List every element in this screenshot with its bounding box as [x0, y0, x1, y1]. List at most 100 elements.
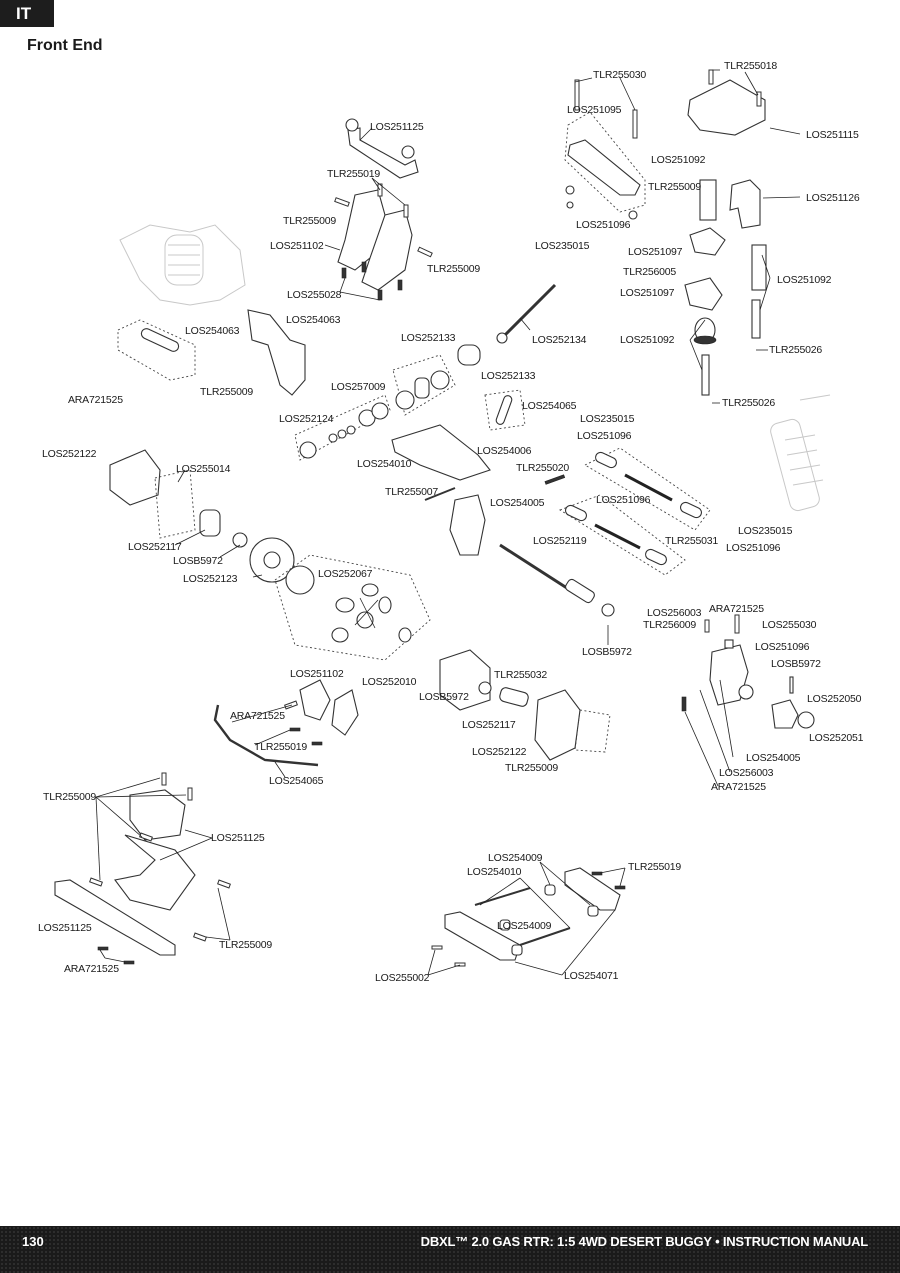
bulkhead-los251102: [337, 189, 413, 291]
part-label: TLR255019: [254, 741, 308, 753]
part-label: LOS252117: [128, 541, 182, 553]
part-label: LOS254063: [185, 325, 240, 337]
part-label: LOSB5972: [771, 658, 821, 670]
part-label: TLR255019: [327, 168, 381, 180]
part-label: LOS254005: [746, 752, 801, 764]
part-label: LOS254010: [467, 866, 522, 878]
part-label: TLR255009: [283, 215, 337, 227]
part-label: LOS252067: [318, 568, 373, 580]
part-label: LOS235015: [738, 525, 793, 537]
part-label: LOS251126: [806, 192, 860, 204]
part-label: LOS251096: [755, 641, 810, 653]
part-label: LOS254065: [269, 775, 324, 787]
part-label: LOS252010: [362, 676, 417, 688]
steering-posts: [684, 179, 767, 396]
part-label: LOS252050: [807, 693, 862, 705]
part-label: TLR255026: [722, 397, 776, 409]
diff-housing-right: [439, 649, 611, 761]
part-label: ARA721525: [230, 710, 285, 722]
part-label: LOS252051: [809, 732, 864, 744]
part-label: LOS251092: [651, 154, 706, 166]
section-title: Front End: [27, 37, 103, 54]
language-tab: IT: [0, 0, 54, 27]
top-plate-los251115: [687, 69, 766, 136]
part-label: LOS251097: [620, 287, 675, 299]
part-label: LOS256003: [647, 607, 702, 619]
part-label: LOS251097: [628, 246, 683, 258]
part-label: LOSB5972: [419, 691, 469, 703]
part-label: TLR256009: [643, 619, 697, 631]
part-label: ARA721525: [711, 781, 766, 793]
part-label: LOS255002: [375, 972, 430, 984]
steering-bellcrank-los251125: [345, 118, 419, 179]
part-label: LOS251102: [290, 668, 344, 680]
part-label: LOS251125: [38, 922, 92, 934]
part-label: LOS255028: [287, 289, 342, 301]
exploded-parts-diagram: [54, 69, 831, 976]
drag-link-los251095: [564, 79, 646, 220]
ghost-shock-absorber: [770, 394, 831, 512]
part-label: LOS252119: [533, 535, 587, 547]
part-label: LOS254063: [286, 314, 341, 326]
diff-internals-los252067: [274, 554, 431, 661]
part-label: LOS254010: [357, 458, 412, 470]
part-label: ARA721525: [68, 394, 123, 406]
pinion-assembly: [294, 344, 481, 461]
driveshaft-los252119: [499, 543, 615, 617]
part-label: LOS251096: [726, 542, 781, 554]
part-label: LOS235015: [535, 240, 590, 252]
part-label: TLR255020: [516, 462, 570, 474]
part-label: ARA721525: [64, 963, 119, 975]
part-label: LOS252122: [42, 448, 97, 460]
part-label: TLR256005: [623, 266, 677, 278]
part-label: LOS252124: [279, 413, 334, 425]
leader-lines: [95, 69, 801, 976]
part-label: LOS251092: [620, 334, 675, 346]
shock-tower-los254063: [117, 309, 306, 396]
ghost-front-assembly: [119, 224, 246, 306]
diff-housing-left: [109, 449, 295, 583]
part-label: LOS251095: [567, 104, 622, 116]
part-label: LOS252133: [481, 370, 536, 382]
part-label: LOS235015: [580, 413, 635, 425]
manual-title: DBXL™ 2.0 GAS RTR: 1:5 4WD DESERT BUGGY …: [420, 1234, 869, 1249]
part-label: TLR255009: [427, 263, 481, 275]
part-label: LOS251096: [576, 219, 631, 231]
link-los254065: [484, 389, 526, 431]
part-label: LOS254071: [564, 970, 619, 982]
hinge-pin-braces: [431, 867, 626, 967]
part-label: LOS251125: [211, 832, 265, 844]
part-label: LOS256003: [719, 767, 774, 779]
part-label: LOS254065: [522, 400, 577, 412]
part-label: LOS252122: [472, 746, 527, 758]
turnbuckle-set: [544, 447, 711, 576]
part-label: LOS251092: [777, 274, 832, 286]
part-label: LOS251096: [577, 430, 632, 442]
page-number: 130: [22, 1234, 44, 1249]
part-label: TLR255026: [769, 344, 823, 356]
part-label: LOSB5972: [173, 555, 223, 567]
part-label: LOS252133: [401, 332, 456, 344]
part-label: LOS255014: [176, 463, 231, 475]
part-label: TLR255009: [648, 181, 702, 193]
part-label: LOS251096: [596, 494, 651, 506]
part-label: LOS254009: [497, 920, 552, 932]
part-label: LOSB5972: [582, 646, 632, 658]
part-label: LOS254009: [488, 852, 543, 864]
lower-arm-los254006: [391, 424, 491, 501]
part-label: TLR255007: [385, 486, 439, 498]
part-label: LOS251115: [806, 129, 859, 141]
part-label: LOS251102: [270, 240, 324, 252]
part-label: TLR255019: [628, 861, 682, 873]
part-label: TLR255009: [505, 762, 559, 774]
part-label: LOS254005: [490, 497, 545, 509]
part-label: LOS252123: [183, 573, 238, 585]
knuckle-assembly-right: [681, 614, 815, 729]
part-label: ARA721525: [709, 603, 764, 615]
part-label: LOS255030: [762, 619, 817, 631]
screws-top-left: [334, 183, 433, 301]
part-label: TLR255031: [665, 535, 719, 547]
part-label: TLR255018: [724, 60, 778, 72]
part-label: TLR255009: [43, 791, 97, 803]
part-label: TLR255009: [200, 386, 254, 398]
